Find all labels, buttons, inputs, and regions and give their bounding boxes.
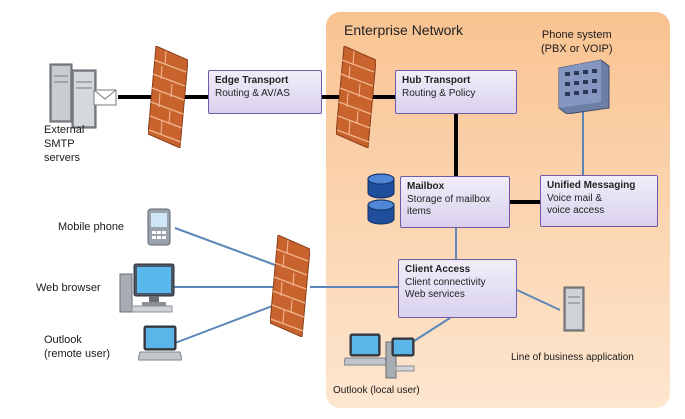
unified-messaging-box[interactable]: Unified Messaging Voice mail & voice acc…: [540, 175, 658, 227]
outlook-local-computers-icon: [344, 333, 415, 379]
database-icon: [367, 173, 395, 225]
phone-system-label: Phone system (PBX or VOIP): [541, 29, 613, 55]
mailbox-title: Mailbox: [407, 181, 445, 192]
client-access-box[interactable]: Client Access Client connectivity Web se…: [398, 259, 517, 318]
edge-transport-box[interactable]: Edge Transport Routing & AV/AS: [208, 70, 322, 114]
hub-transport-title: Hub Transport: [402, 75, 471, 86]
external-smtp-servers-icon: [49, 63, 117, 129]
line-of-business-server-icon: [563, 286, 585, 332]
web-browser-computer-icon: [119, 263, 175, 313]
unified-messaging-title: Unified Messaging: [547, 180, 636, 191]
client-access-title: Client Access: [405, 264, 471, 275]
cas-to-lob-link: [516, 289, 561, 311]
mailbox-desc: Storage of mailbox items: [407, 194, 491, 217]
edge-transport-title: Edge Transport: [215, 75, 289, 86]
hub-transport-box[interactable]: Hub Transport Routing & Policy: [395, 70, 517, 114]
external-smtp-label: External SMTP servers: [44, 124, 85, 164]
outlook-local-label: Outlook (local user): [333, 385, 420, 396]
mobile-phone-icon: [147, 208, 171, 246]
internal-firewall-icon: [336, 46, 376, 148]
perimeter-firewall-icon: [148, 46, 188, 148]
hub-transport-desc: Routing & Policy: [402, 88, 476, 99]
client-access-desc: Client connectivity Web services: [405, 277, 486, 300]
enterprise-network-title: Enterprise Network: [344, 22, 464, 38]
mobile-phone-label: Mobile phone: [58, 221, 125, 233]
outlook-remote-label: Outlook (remote user): [44, 334, 111, 360]
unified-messaging-desc: Voice mail & voice access: [547, 193, 605, 216]
edge-transport-desc: Routing & AV/AS: [215, 88, 290, 99]
web-browser-label: Web browser: [36, 282, 101, 294]
pbx-phone-system-icon: [558, 59, 610, 114]
client-firewall-icon: [270, 235, 310, 337]
outlook-remote-to-firewall-link: [174, 304, 276, 344]
mobile-to-firewall-link: [174, 227, 276, 266]
outlook-remote-laptop-icon: [138, 325, 182, 361]
mailbox-box[interactable]: Mailbox Storage of mailbox items: [400, 176, 510, 228]
line-of-business-label: Line of business application: [511, 352, 634, 363]
